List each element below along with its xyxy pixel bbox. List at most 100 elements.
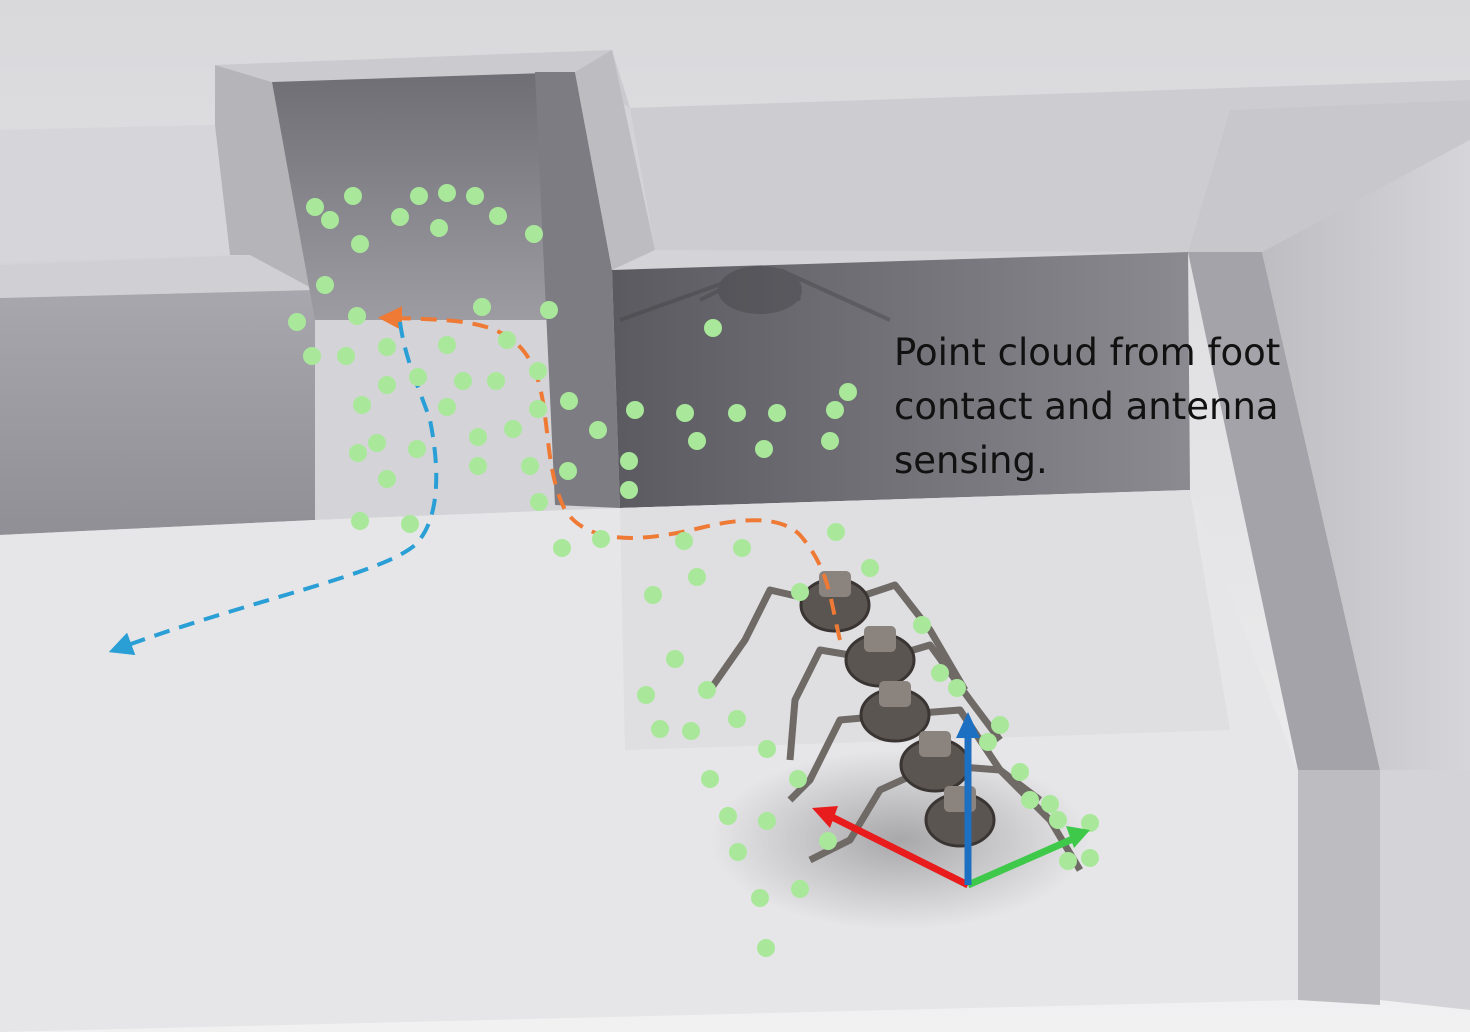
right-wall-inner-face	[1188, 252, 1380, 770]
point-cloud-dot	[473, 298, 491, 316]
left-wall-top	[0, 255, 315, 298]
point-cloud-dot	[979, 733, 997, 751]
point-cloud-dot	[931, 664, 949, 682]
point-cloud-dot	[521, 457, 539, 475]
point-cloud-dot	[626, 401, 644, 419]
point-cloud-dot	[344, 187, 362, 205]
point-cloud-dot	[559, 462, 577, 480]
alcove-top-rim	[215, 50, 630, 108]
point-cloud-dot	[391, 208, 409, 226]
caption-line-1: Point cloud from foot	[894, 331, 1281, 374]
point-cloud	[288, 184, 1099, 957]
point-cloud-dot	[728, 710, 746, 728]
point-cloud-dot	[288, 313, 306, 331]
point-cloud-dot	[791, 583, 809, 601]
point-cloud-dot	[768, 404, 786, 422]
point-cloud-dot	[303, 347, 321, 365]
point-cloud-dot	[755, 440, 773, 458]
point-cloud-dot	[791, 880, 809, 898]
point-cloud-dot	[454, 372, 472, 390]
point-cloud-dot	[351, 235, 369, 253]
point-cloud-dot	[378, 338, 396, 356]
point-cloud-dot	[489, 207, 507, 225]
point-cloud-dot	[728, 404, 746, 422]
point-cloud-dot	[530, 493, 548, 511]
point-cloud-dot	[637, 686, 655, 704]
point-cloud-dot	[789, 770, 807, 788]
point-cloud-dot	[821, 432, 839, 450]
point-cloud-dot	[676, 404, 694, 422]
alcove-right-wall	[535, 72, 620, 508]
point-cloud-dot	[666, 650, 684, 668]
point-cloud-dot	[408, 440, 426, 458]
upper-left-wall-top	[0, 125, 230, 262]
point-cloud-dot	[316, 276, 334, 294]
y-axis-arrow	[966, 834, 1077, 889]
point-cloud-dot	[861, 559, 879, 577]
point-cloud-dot	[438, 336, 456, 354]
point-cloud-dot	[827, 523, 845, 541]
point-cloud-dot	[701, 770, 719, 788]
point-cloud-dot	[592, 530, 610, 548]
hexapod-robot	[707, 571, 1084, 872]
point-cloud-dot	[525, 225, 543, 243]
x-axis-head	[812, 806, 838, 828]
point-cloud-dot	[553, 539, 571, 557]
point-cloud-dot	[719, 807, 737, 825]
point-cloud-dot	[688, 568, 706, 586]
caption: Point cloud from foot contact and antenn…	[894, 326, 1334, 488]
point-cloud-dot	[1011, 763, 1029, 781]
z-axis-head	[956, 712, 980, 738]
point-cloud-dot	[438, 184, 456, 202]
point-cloud-dot	[688, 432, 706, 450]
point-cloud-dot	[401, 515, 419, 533]
point-cloud-dot	[704, 319, 722, 337]
alcove-right-face	[575, 50, 655, 270]
point-cloud-dot	[409, 368, 427, 386]
point-cloud-dot	[1049, 811, 1067, 829]
corridor-back-wall	[612, 252, 1190, 508]
point-cloud-dot	[644, 586, 662, 604]
point-cloud-dot	[466, 187, 484, 205]
point-cloud-dot	[589, 421, 607, 439]
robot-servo	[864, 626, 896, 652]
point-cloud-dot	[733, 539, 751, 557]
point-cloud-dot	[529, 400, 547, 418]
point-cloud-dot	[620, 481, 638, 499]
corridor-back-wall-top	[630, 80, 1470, 252]
point-cloud-dot	[758, 740, 776, 758]
point-cloud-dot	[620, 452, 638, 470]
point-cloud-dot	[337, 347, 355, 365]
point-cloud-dot	[529, 362, 547, 380]
point-cloud-dot	[540, 301, 558, 319]
point-cloud-dot	[826, 401, 844, 419]
point-cloud-dot	[560, 392, 578, 410]
robot-servo	[919, 731, 951, 757]
point-cloud-dot	[1081, 849, 1099, 867]
point-cloud-dot	[819, 832, 837, 850]
point-cloud-dot	[348, 307, 366, 325]
point-cloud-dot	[1059, 852, 1077, 870]
upper-left-wall-side	[215, 65, 315, 290]
right-wall-top	[1188, 100, 1470, 252]
point-cloud-dot	[349, 444, 367, 462]
point-cloud-dot	[757, 939, 775, 957]
point-cloud-dot	[430, 219, 448, 237]
x-axis-arrow	[826, 811, 970, 889]
point-cloud-dot	[682, 722, 700, 740]
right-wall-outer-face	[1262, 140, 1470, 770]
robot-reflection	[619, 266, 891, 322]
point-cloud-dot	[729, 843, 747, 861]
point-cloud-dot	[378, 470, 396, 488]
point-cloud-dot	[504, 420, 522, 438]
y-axis-head	[1066, 826, 1090, 848]
caption-line-2: contact and antenna	[894, 385, 1279, 428]
point-cloud-dot	[368, 434, 386, 452]
robot-servo	[879, 681, 911, 707]
point-cloud-dot	[751, 889, 769, 907]
point-cloud-dot	[487, 372, 505, 390]
left-wall-face	[0, 290, 315, 535]
point-cloud-dot	[498, 331, 516, 349]
point-cloud-dot	[438, 398, 456, 416]
